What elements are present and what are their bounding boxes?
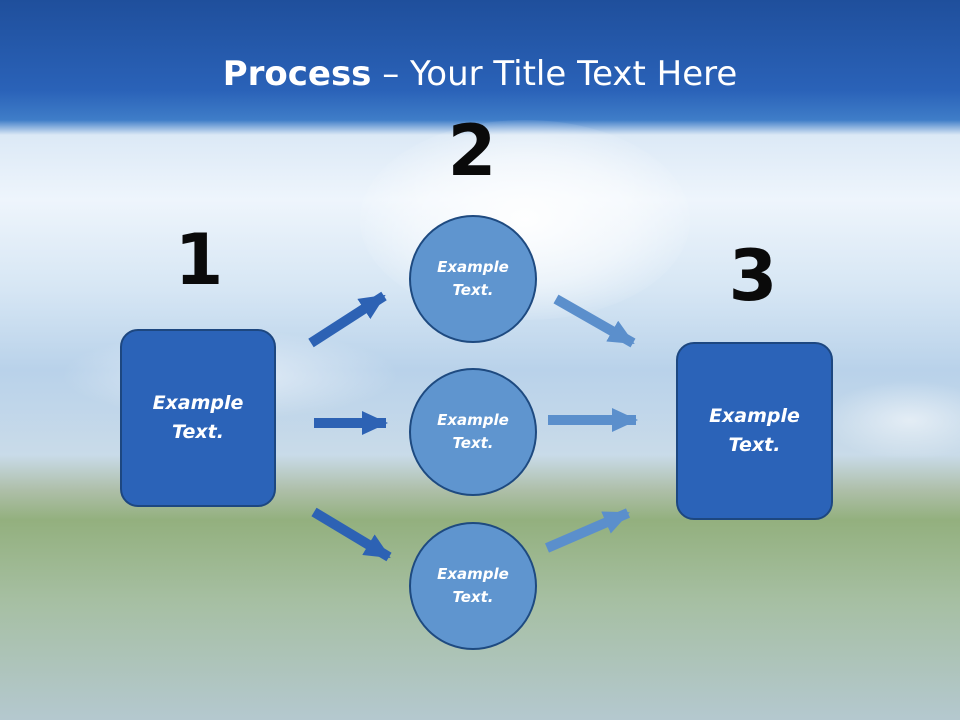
process-circle-top-line2: Text. (452, 281, 494, 299)
step-number-3: 3 (728, 235, 778, 317)
arrow-down-right-1 (311, 507, 392, 562)
process-circle-top-line1: Example (437, 258, 509, 276)
process-circle-middle-line2: Text. (452, 434, 494, 452)
process-circle-bottom[interactable]: Example Text. (409, 522, 537, 650)
step-box-1-line1: Example (152, 392, 244, 414)
process-circle-top[interactable]: Example Text. (409, 215, 537, 343)
slide-title: Process – Your Title Text Here (0, 52, 960, 96)
process-circle-bottom-line1: Example (437, 565, 509, 583)
step-number-2: 2 (447, 110, 497, 192)
step-box-3-line2: Text. (728, 434, 781, 456)
arrow-up-right-1 (308, 291, 387, 348)
step-box-1-line2: Text. (172, 421, 224, 443)
title-rest: – Your Title Text Here (371, 54, 738, 94)
step-box-3[interactable]: Example Text. (676, 342, 833, 520)
step-box-3-line1: Example (709, 405, 800, 427)
step-box-1[interactable]: Example Text. (120, 329, 276, 507)
step-number-1: 1 (174, 219, 224, 301)
process-circle-middle[interactable]: Example Text. (409, 368, 537, 496)
process-circle-middle-line1: Example (437, 411, 509, 429)
arrow-up-right-2 (545, 508, 630, 553)
process-circle-bottom-line2: Text. (452, 588, 494, 606)
arrow-down-right-2 (553, 294, 636, 348)
title-bold: Process (222, 54, 372, 94)
